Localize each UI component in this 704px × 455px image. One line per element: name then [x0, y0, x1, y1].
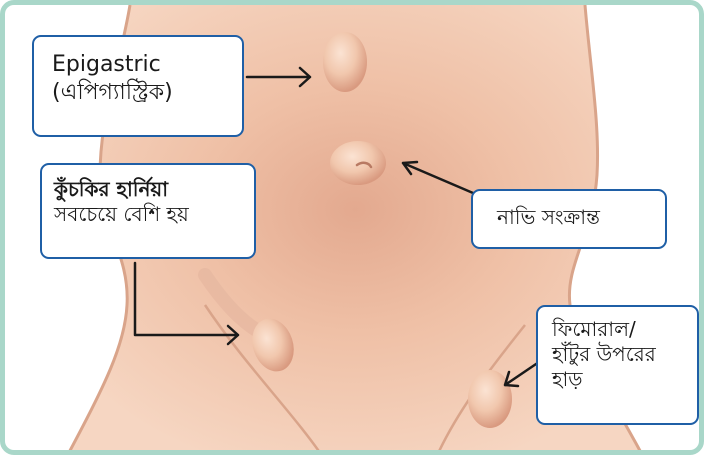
umbilical-label-text: নাভি সংক্রান্ত	[497, 205, 665, 230]
inguinal-label: কুঁচকির হার্নিয়া সবচেয়ে বেশি হয়	[40, 163, 256, 259]
umbilical-label: নাভি সংক্রান্ত	[471, 189, 667, 249]
femoral-bulge	[468, 370, 512, 428]
femoral-label: ফিমোরাল/ হাঁটুর উপরের হাড়	[536, 305, 699, 425]
epigastric-bulge	[323, 32, 367, 92]
inguinal-label-subtitle: সবচেয়ে বেশি হয়	[54, 202, 244, 227]
epigastric-label-line2: (এপিগ্যাস্ট্রিক)	[52, 79, 230, 107]
epigastric-label: Epigastric (এপিগ্যাস্ট্রিক)	[32, 35, 244, 137]
femoral-label-line3: হাড়	[552, 367, 689, 392]
femoral-label-line2: হাঁটুর উপরের	[552, 342, 689, 367]
femoral-label-line1: ফিমোরাল/	[552, 317, 689, 342]
inguinal-label-title: কুঁচকির হার্নিয়া	[54, 177, 244, 202]
epigastric-label-line1: Epigastric	[52, 51, 230, 79]
